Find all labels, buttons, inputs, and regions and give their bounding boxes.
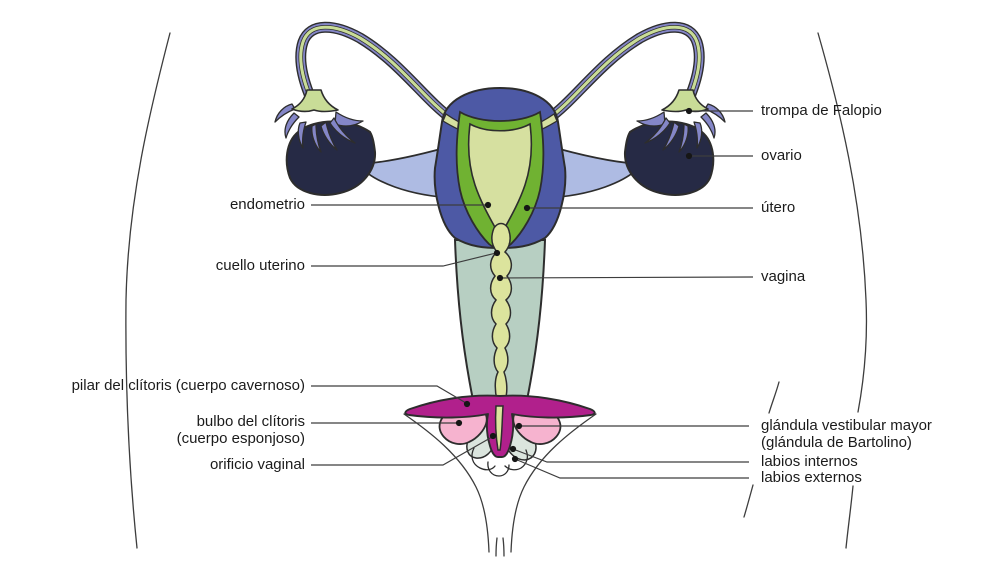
body-outline-right-upper — [817, 32, 868, 413]
infundibulum-left — [291, 89, 339, 113]
gluteal-cleft-left — [495, 537, 498, 557]
label-labios-internos: labios internos — [761, 453, 858, 470]
fallopian-tube-left — [295, 21, 458, 125]
ovary-right-shape — [623, 120, 715, 196]
fimbriae-right — [636, 103, 726, 153]
label-labios-externos: labios externos — [761, 469, 862, 486]
label-pilar-del-clitoris: pilar del clítoris (cuerpo cavernoso) — [71, 377, 305, 394]
label-vagina: vagina — [761, 268, 806, 285]
leader-pilar — [311, 385, 467, 404]
leader-dots — [455, 107, 693, 463]
label-glandula-vestibular-mayor: glándula vestibular mayor (glándula de B… — [761, 417, 932, 451]
fimbriae-left — [274, 103, 364, 153]
label-utero: útero — [761, 199, 796, 216]
inner-thigh-line-upper — [768, 381, 780, 414]
label-bulbo-del-clitoris: bulbo del clítoris (cuerpo esponjoso) — [176, 413, 305, 447]
leader-cuello — [311, 252, 497, 267]
groin-fold-left — [403, 413, 490, 553]
body-outline-left — [125, 32, 171, 549]
label-orificio-vaginal: orificio vaginal — [209, 456, 305, 473]
label-ovario: ovario — [761, 147, 802, 164]
gluteal-cleft-right — [502, 537, 505, 557]
inner-thigh-line-lower — [743, 484, 754, 518]
leader-labios-externos — [514, 458, 749, 479]
fallopian-tube-right — [542, 21, 705, 125]
leader-lines — [311, 110, 754, 479]
infundibulum-right — [661, 89, 709, 113]
canal-sliver — [494, 405, 504, 451]
body-outline-right-lower — [845, 485, 854, 549]
vaginal-canal-shape — [489, 222, 513, 401]
leader-labios-internos — [512, 448, 749, 463]
leader-orificio — [311, 436, 493, 466]
groin-fold-right — [510, 413, 597, 553]
vestibule-folds — [471, 447, 528, 477]
label-endometrio: endometrio — [229, 196, 305, 213]
ovary-left-shape — [285, 120, 377, 196]
label-cuello-uterino: cuello uterino — [215, 257, 305, 274]
body-outline — [125, 32, 868, 557]
label-trompa-de-falopio: trompa de Falopio — [761, 102, 882, 119]
leader-vagina — [499, 276, 754, 279]
